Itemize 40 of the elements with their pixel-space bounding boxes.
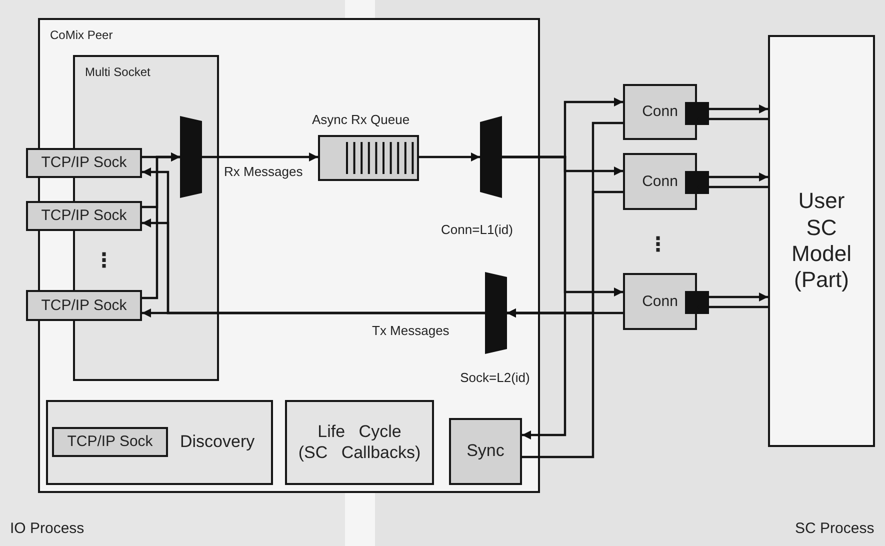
edge-label: Tx Messages (372, 323, 450, 338)
selector-label: Sock=L2(id) (459, 370, 531, 385)
box-label: TCP/IP Sock (41, 154, 127, 172)
box-label: TCP/IP Sock (41, 207, 127, 225)
box-label: Life Cycle (SC Callbacks) (297, 422, 422, 463)
arrow (142, 152, 180, 300)
process-box (449, 418, 522, 485)
arrow (507, 308, 594, 458)
container-box (38, 18, 540, 493)
box-label: TCP/IP Sock (41, 296, 127, 314)
box-label: CoMix Peer (50, 28, 113, 42)
box-label: Multi Socket (85, 65, 150, 79)
process-box (46, 400, 273, 485)
arrow (419, 152, 480, 162)
area-label: IO Process (10, 520, 84, 537)
ellipsis-mark: ⋮ (648, 233, 668, 257)
multiplexer-shape (480, 116, 502, 198)
queue-label: Async Rx Queue (312, 112, 410, 127)
process-box (285, 400, 434, 485)
arrow (142, 168, 485, 314)
socket-box (26, 290, 142, 321)
box-label: Conn (642, 103, 678, 121)
multiplexer-shape (180, 116, 202, 198)
socket-box (26, 148, 142, 178)
socket-box (26, 201, 142, 231)
box-label: TCP/IP Sock (67, 433, 153, 451)
box-label: Conn (642, 172, 678, 190)
box-label: Sync (466, 441, 504, 462)
box-label: User SC Model (Part) (790, 188, 852, 294)
box-label: Conn (642, 292, 678, 310)
arrow (202, 152, 318, 162)
arrow (502, 156, 566, 440)
ellipsis-mark: ⋮ (94, 249, 114, 273)
selector-label: Conn=L1(id) (440, 222, 514, 237)
multiplexer-shape (485, 272, 507, 354)
area-label: SC Process (795, 520, 874, 537)
edge-label: Rx Messages (224, 164, 303, 179)
socket-box (52, 427, 168, 457)
model-box (768, 35, 875, 447)
box-label: Discovery (180, 432, 255, 453)
